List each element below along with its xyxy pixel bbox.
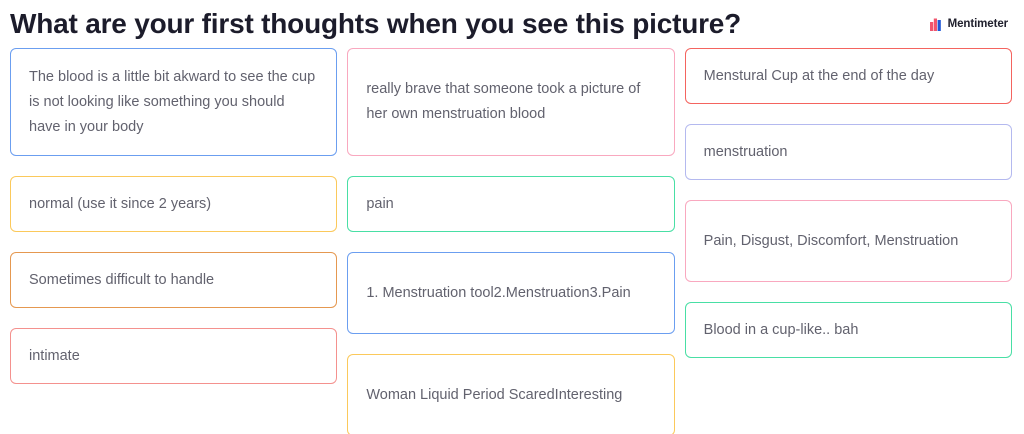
mentimeter-brand: Mentimeter [929,18,1008,31]
response-text: Blood in a cup-like.. bah [703,321,859,338]
response-card[interactable]: Blood in a cup-like.. bah [684,302,1012,358]
column-1: The blood is a little bit akward to see … [10,48,338,434]
response-text: Menstural Cup at the end of the day [703,67,935,84]
response-text: The blood is a little bit akward to see … [29,68,316,135]
response-text: Woman Liquid Period ScaredInteresting [366,386,623,403]
brand-name-label: Mentimeter [947,18,1008,30]
response-text: really brave that someone took a picture… [366,81,641,122]
response-text: intimate [29,347,80,364]
response-text: Sometimes difficult to handle [29,271,215,288]
response-card[interactable]: Menstural Cup at the end of the day [684,48,1012,104]
response-text: 1. Menstruation tool2.Menstruation3.Pain [366,284,631,301]
response-card[interactable]: pain [347,176,675,232]
response-text: pain [366,195,394,212]
response-text: Pain, Disgust, Discomfort, Menstruation [703,232,959,249]
page-title: What are your first thoughts when you se… [10,8,742,39]
response-card[interactable]: intimate [10,328,338,384]
response-text: normal (use it since 2 years) [29,195,212,212]
responses-board: The blood is a little bit akward to see … [0,48,1024,434]
response-card[interactable]: menstruation [684,124,1012,180]
mentimeter-bars-logo-icon [929,18,943,31]
column-2: really brave that someone took a picture… [347,48,675,434]
response-card[interactable]: 1. Menstruation tool2.Menstruation3.Pain [347,252,675,334]
column-3: Menstural Cup at the end of the day mens… [684,48,1012,434]
header: What are your first thoughts when you se… [0,0,1024,48]
response-card[interactable]: The blood is a little bit akward to see … [10,48,338,156]
response-card[interactable]: Pain, Disgust, Discomfort, Menstruation [684,200,1012,282]
response-card[interactable]: Sometimes difficult to handle [10,252,338,308]
response-text: menstruation [703,143,788,160]
response-card[interactable]: normal (use it since 2 years) [10,176,338,232]
response-card[interactable]: Woman Liquid Period ScaredInteresting [347,354,675,434]
response-card[interactable]: really brave that someone took a picture… [347,48,675,156]
